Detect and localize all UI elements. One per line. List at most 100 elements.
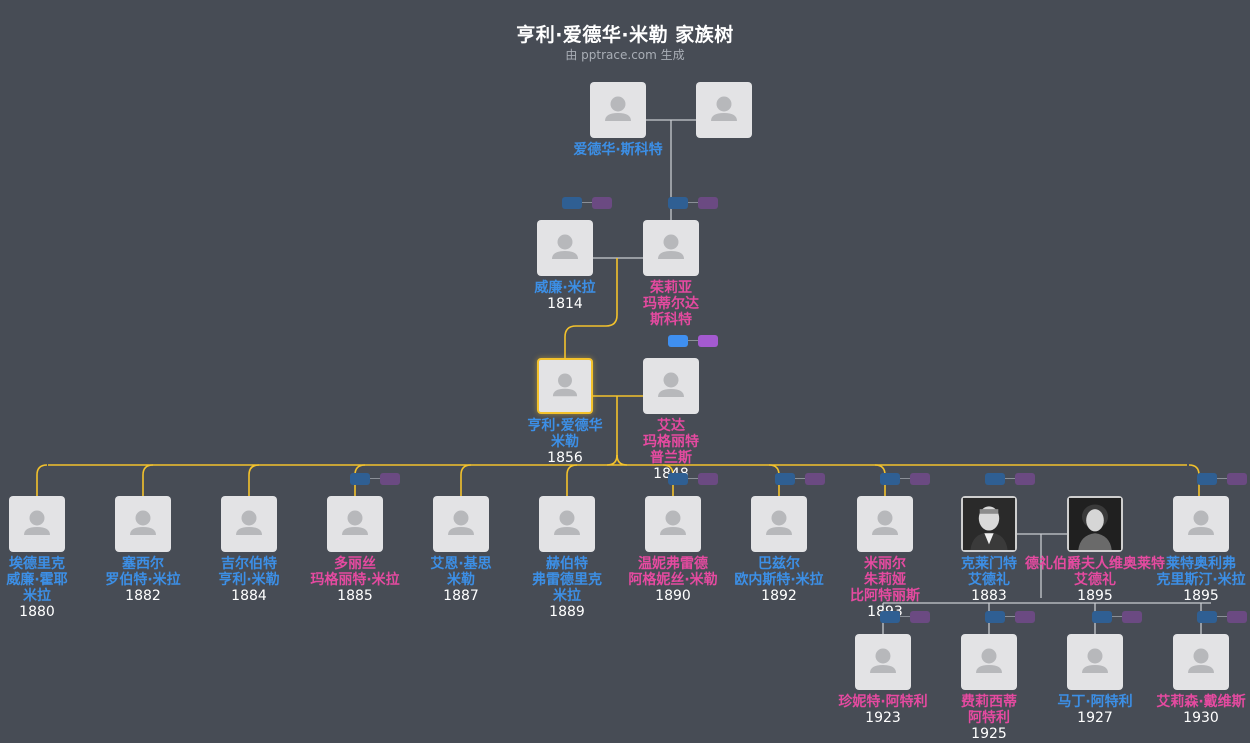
expand-male-toggle-button[interactable]: [668, 335, 688, 347]
expand-female-toggle-button[interactable]: [698, 473, 718, 485]
person-card-p5[interactable]: [537, 358, 593, 414]
expand-female-toggle-button[interactable]: [1015, 473, 1035, 485]
page-subtitle: 由 pptrace.com 生成: [565, 48, 685, 62]
expand-male-toggle-button[interactable]: [985, 473, 1005, 485]
person-card-g4[interactable]: [1173, 634, 1229, 690]
person-label-p4[interactable]: 茱莉亚 玛蒂尔达 斯科特: [596, 280, 746, 328]
connector-line: [248, 464, 260, 496]
birth-year: 1883: [971, 588, 1007, 604]
birth-year: 1880: [19, 604, 55, 620]
birth-year: 1895: [1183, 588, 1219, 604]
expand-male-toggle-button[interactable]: [668, 197, 688, 209]
person-label-p1[interactable]: 爱德华·斯科特: [543, 142, 693, 158]
person-name: 艾莉森·戴维斯: [1156, 694, 1246, 710]
birth-year: 1927: [1077, 710, 1113, 726]
person-name: 德礼伯爵夫人维奥莱特 艾德礼: [1025, 556, 1165, 588]
person-card-s1[interactable]: [961, 496, 1017, 552]
expand-female-toggle-button[interactable]: [592, 197, 612, 209]
expand-male-toggle-button[interactable]: [1197, 611, 1217, 623]
person-card-p6[interactable]: [643, 358, 699, 414]
person-label-p6[interactable]: 艾达 玛格丽特 普兰斯1848: [596, 418, 746, 483]
portrait-photo-icon: [1069, 498, 1121, 550]
person-card-c8[interactable]: [751, 496, 807, 552]
person-card-c4[interactable]: [327, 496, 383, 552]
toggle-link: [370, 478, 380, 479]
expand-male-toggle-button[interactable]: [562, 197, 582, 209]
birth-year: 1925: [971, 726, 1007, 742]
expand-female-toggle-button[interactable]: [698, 335, 718, 347]
expand-female-toggle-button[interactable]: [1227, 611, 1247, 623]
expand-female-toggle-button[interactable]: [698, 197, 718, 209]
expand-female-toggle-button[interactable]: [805, 473, 825, 485]
person-avatar-icon: [976, 648, 1002, 673]
person-avatar-icon: [711, 96, 737, 121]
expand-male-toggle-button[interactable]: [1092, 611, 1112, 623]
person-avatar-icon: [766, 510, 792, 535]
expand-male-toggle-button[interactable]: [880, 611, 900, 623]
person-avatar-icon: [342, 510, 368, 535]
expand-male-toggle-button[interactable]: [775, 473, 795, 485]
person-card-c2[interactable]: [115, 496, 171, 552]
person-card-g1[interactable]: [855, 634, 911, 690]
toggle-link: [688, 202, 698, 203]
toggle-link: [1005, 478, 1015, 479]
person-avatar-icon: [658, 234, 684, 259]
expand-female-toggle-button[interactable]: [380, 473, 400, 485]
birth-year: 1856: [547, 450, 583, 466]
person-card-g3[interactable]: [1067, 634, 1123, 690]
person-card-c10[interactable]: [1173, 496, 1229, 552]
connector-line: [36, 464, 48, 496]
person-card-c3[interactable]: [221, 496, 277, 552]
person-avatar-icon: [1082, 648, 1108, 673]
person-card-c1[interactable]: [9, 496, 65, 552]
person-card-c9[interactable]: [857, 496, 913, 552]
person-name: 莱特奥利弗 克里斯汀·米拉: [1156, 556, 1246, 588]
expand-female-toggle-button[interactable]: [1015, 611, 1035, 623]
person-card-p4[interactable]: [643, 220, 699, 276]
person-name: 亨利·爱德华 米勒: [527, 418, 603, 450]
person-avatar-icon: [870, 648, 896, 673]
expand-male-toggle-button[interactable]: [668, 473, 688, 485]
person-card-p1[interactable]: [590, 82, 646, 138]
birth-year: 1895: [1077, 588, 1113, 604]
person-card-s2[interactable]: [1067, 496, 1123, 552]
expand-female-toggle-button[interactable]: [1122, 611, 1142, 623]
expand-female-toggle-button[interactable]: [910, 611, 930, 623]
expand-male-toggle-button[interactable]: [985, 611, 1005, 623]
person-card-c6[interactable]: [539, 496, 595, 552]
person-card-c5[interactable]: [433, 496, 489, 552]
person-card-g2[interactable]: [961, 634, 1017, 690]
toggle-link: [1217, 478, 1227, 479]
person-avatar-icon: [554, 510, 580, 535]
person-card-c7[interactable]: [645, 496, 701, 552]
person-card-p2[interactable]: [696, 82, 752, 138]
person-name: 米丽尔 朱莉娅 比阿特丽斯: [850, 556, 920, 604]
person-avatar-icon: [236, 510, 262, 535]
expand-female-toggle-button[interactable]: [1227, 473, 1247, 485]
expand-male-toggle-button[interactable]: [880, 473, 900, 485]
expand-female-toggle-button[interactable]: [910, 473, 930, 485]
person-name: 费莉西蒂 阿特利: [961, 694, 1017, 726]
expand-male-toggle-button[interactable]: [1197, 473, 1217, 485]
expand-male-toggle-button[interactable]: [350, 473, 370, 485]
person-name: 多丽丝 玛格丽特·米拉: [310, 556, 400, 588]
person-avatar-icon: [660, 510, 686, 535]
person-card-p3[interactable]: [537, 220, 593, 276]
